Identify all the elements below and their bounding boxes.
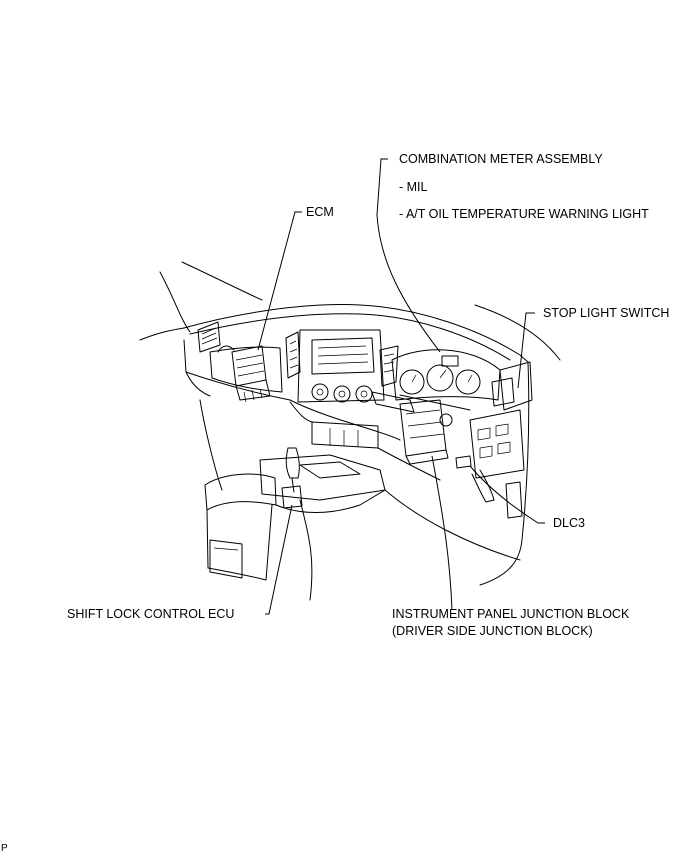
- shift-lock-ecu-label: SHIFT LOCK CONTROL ECU: [67, 607, 235, 621]
- ecm-label: ECM: [306, 205, 334, 219]
- combination-meter-label: COMBINATION METER ASSEMBLY: [399, 152, 603, 166]
- ip-junction-block-label: INSTRUMENT PANEL JUNCTION BLOCK: [392, 607, 630, 621]
- at-oil-temperature-label: - A/T OIL TEMPERATURE WARNING LIGHT: [399, 207, 649, 221]
- mil-label: - MIL: [399, 180, 428, 194]
- corner-mark: P: [1, 843, 8, 854]
- driver-side-junction-block-label: (DRIVER SIDE JUNCTION BLOCK): [392, 624, 593, 638]
- stop-light-switch-label: STOP LIGHT SWITCH: [543, 306, 670, 320]
- dlc3-label: DLC3: [553, 516, 585, 530]
